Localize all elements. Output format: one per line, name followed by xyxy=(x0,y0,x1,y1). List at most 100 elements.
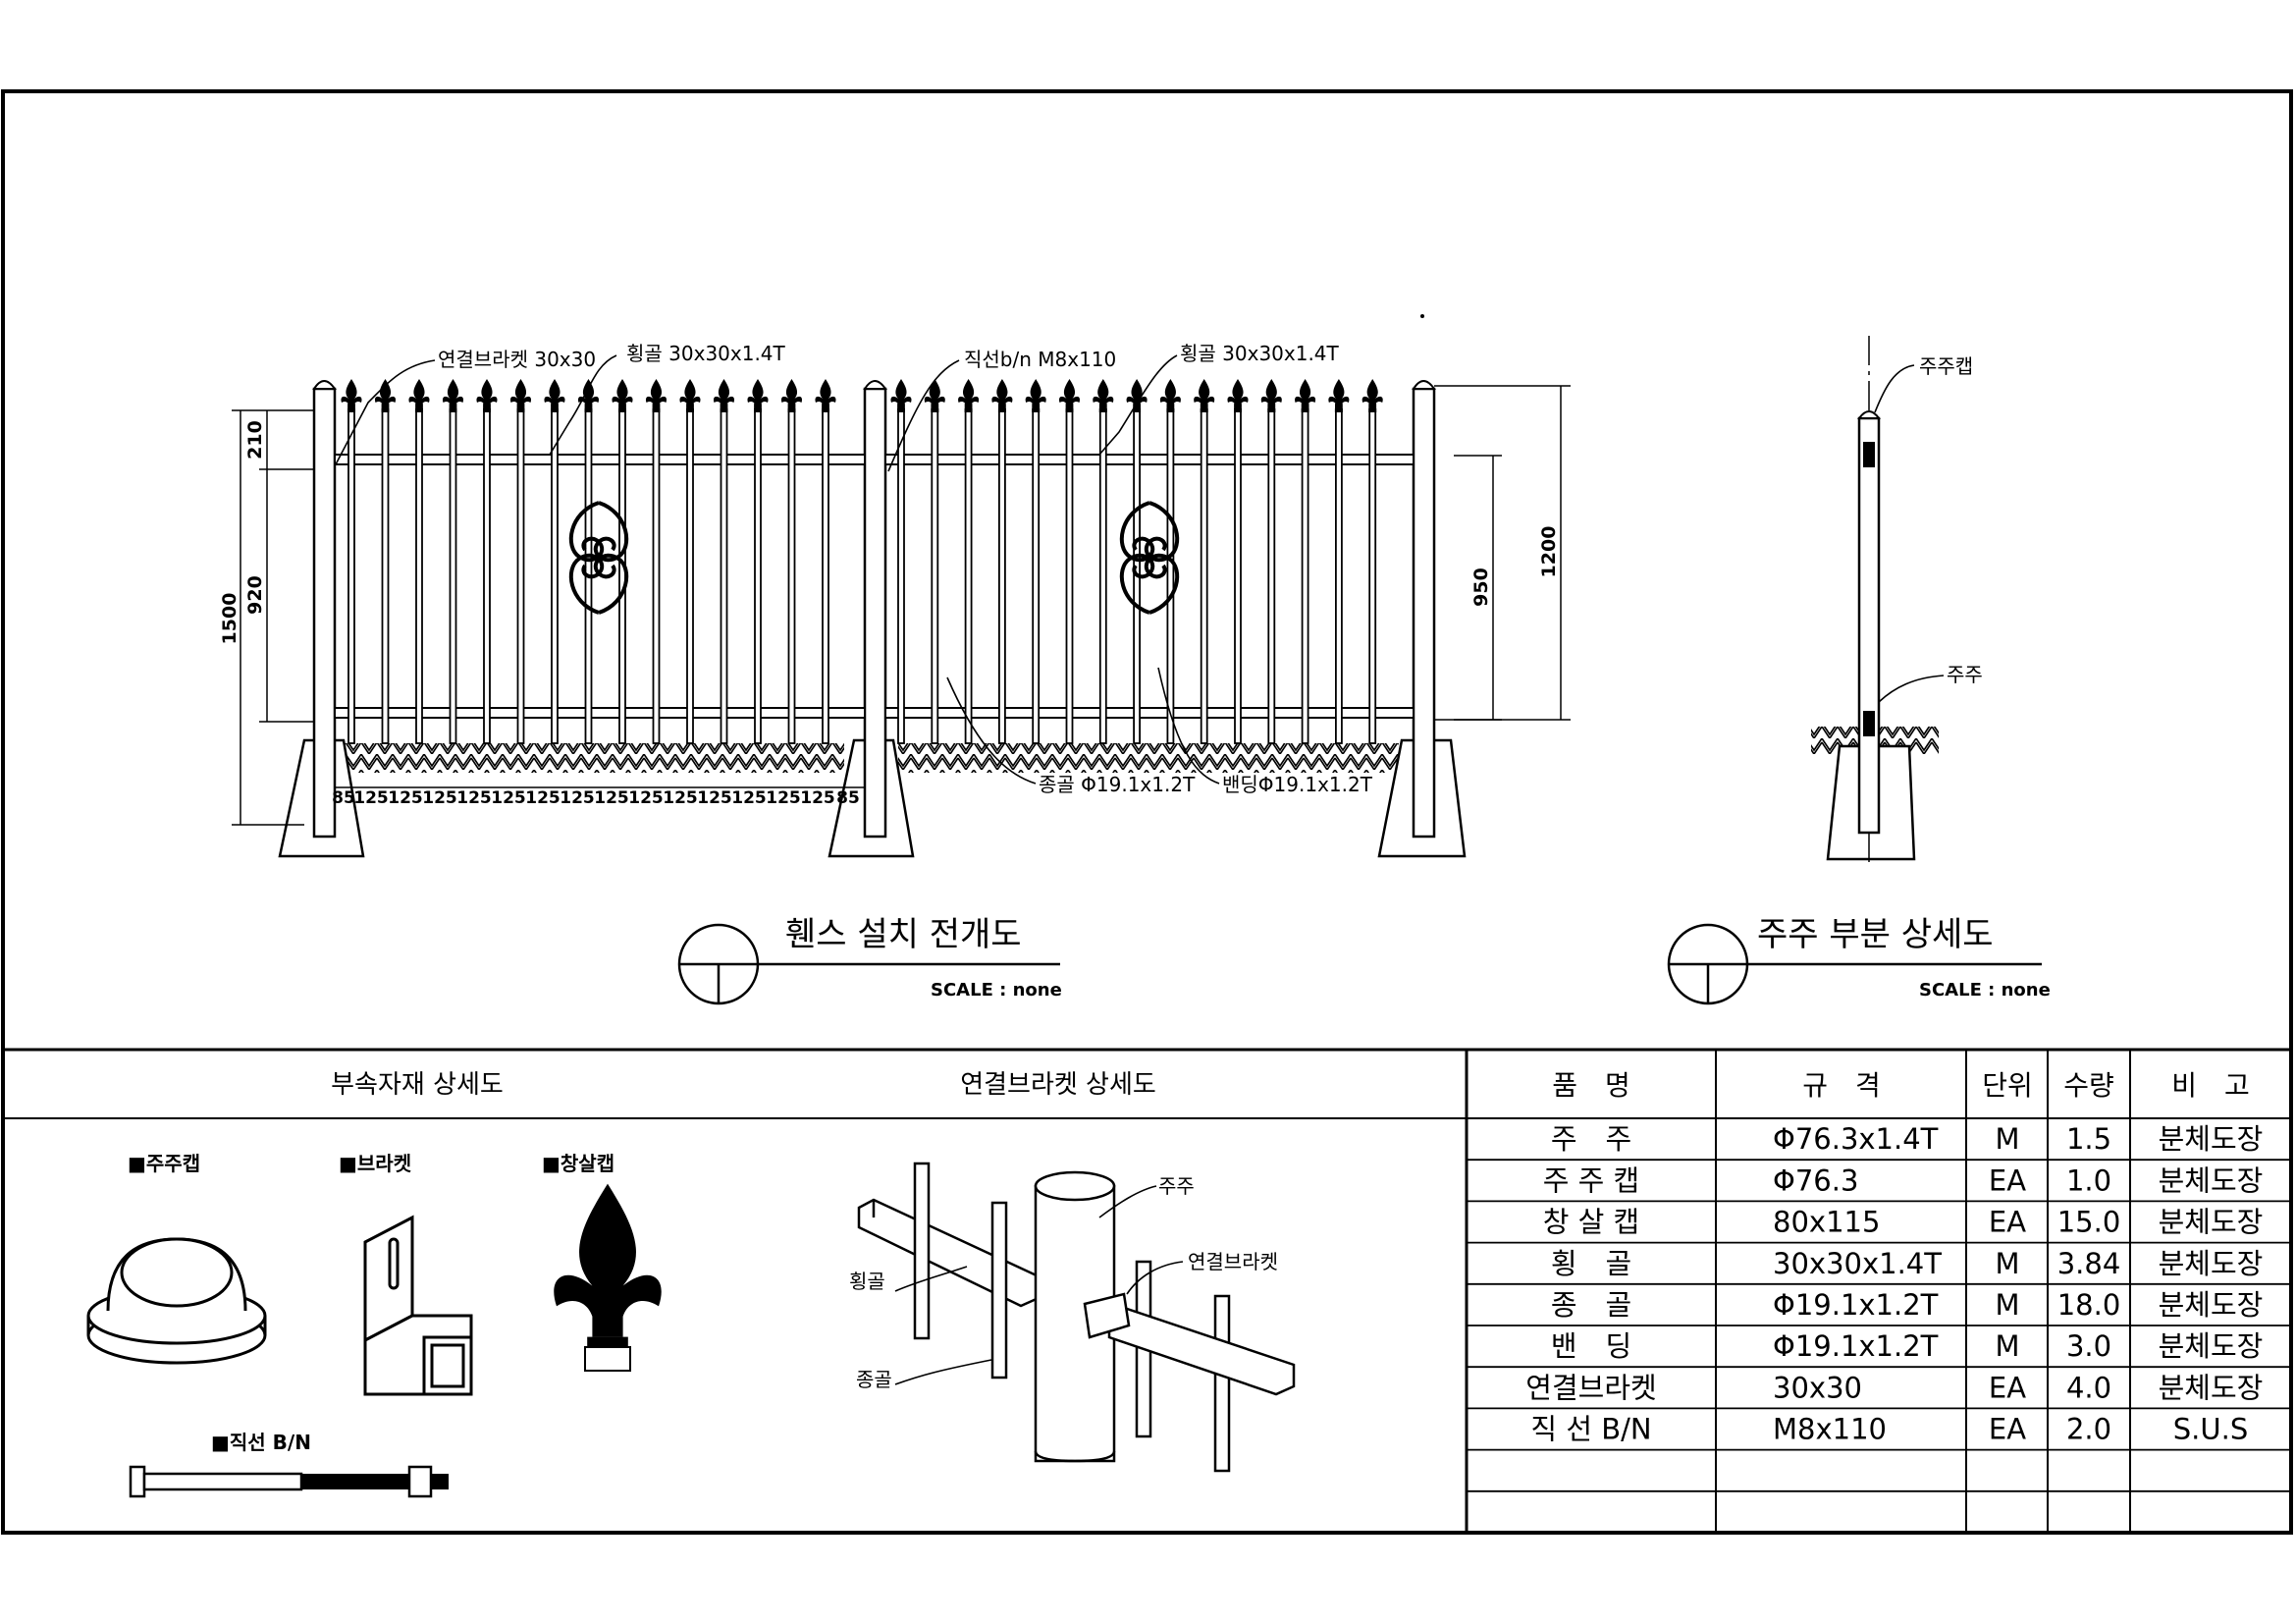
picket xyxy=(1200,404,1208,744)
spacing-label: 125 xyxy=(663,788,698,808)
picket xyxy=(754,404,762,744)
bom-cell: 분체도장 xyxy=(2159,1206,2264,1239)
finial-icon xyxy=(476,379,498,412)
bom-cell: 분체도장 xyxy=(2159,1329,2264,1363)
picket xyxy=(964,404,973,744)
picket xyxy=(1098,404,1107,744)
dim-right-inner: 950 xyxy=(1470,568,1492,607)
bom-cell: Φ19.1x1.2T xyxy=(1773,1329,1939,1363)
bom-cell: 연결브라켓 xyxy=(1525,1371,1656,1404)
spacing-label: 125 xyxy=(731,788,767,808)
bracket-drawing xyxy=(363,1215,473,1396)
stray-dot xyxy=(1420,314,1424,318)
picket xyxy=(1368,404,1377,744)
part-bolt-label: ■직선 B/N xyxy=(211,1431,311,1454)
bracket-detail-picket-label: 종골 xyxy=(856,1368,892,1391)
bom-cell: M xyxy=(1995,1247,2019,1280)
part-bracket-label: ■브라켓 xyxy=(339,1152,411,1175)
callout-picket: 종골 Φ19.1x1.2T xyxy=(1039,773,1196,796)
picket xyxy=(1032,404,1041,744)
bom-header-unit: 단위 xyxy=(1982,1069,2033,1102)
bracket-detail-bracket-label: 연결브라켓 xyxy=(1188,1250,1278,1273)
finial-icon xyxy=(341,379,362,412)
bom-cell: 분체도장 xyxy=(2159,1122,2264,1156)
callout-bracket: 연결브라켓 30x30 xyxy=(438,348,596,371)
picket xyxy=(897,404,905,744)
picket xyxy=(931,404,939,744)
post-detail-post-label: 주주 xyxy=(1947,663,1983,686)
bom-cell: 3.0 xyxy=(2066,1329,2111,1363)
picket xyxy=(415,404,423,744)
dimension-lines xyxy=(232,385,1571,826)
bom-cell: M xyxy=(1995,1329,2019,1363)
finial-icon xyxy=(374,379,397,412)
bom-header-note: 비 고 xyxy=(2171,1069,2250,1102)
bom-cell: 15.0 xyxy=(2057,1206,2121,1239)
finial-icon xyxy=(1295,379,1316,412)
spacing-label: 125 xyxy=(594,788,629,808)
bracket-detail-header: 연결브라켓 상세도 xyxy=(960,1070,1156,1100)
dim-middle: 920 xyxy=(244,575,266,615)
picket xyxy=(787,404,796,744)
rails xyxy=(334,454,1415,719)
sheet-frame xyxy=(1,89,2293,1535)
bom-cell: M xyxy=(1995,1288,2019,1322)
bom-cell: 분체도장 xyxy=(2159,1247,2264,1280)
finial-icon xyxy=(509,379,532,412)
bom-cell: Φ76.3 xyxy=(1773,1163,1858,1197)
parts-detail-header: 부속자재 상세도 xyxy=(331,1070,504,1100)
dim-total-height: 1500 xyxy=(219,593,240,645)
picket xyxy=(1301,404,1309,744)
picket xyxy=(1335,404,1343,744)
finial-icon xyxy=(1194,379,1215,412)
part-finial-label: ■창살캡 xyxy=(542,1152,614,1175)
picket xyxy=(1166,404,1175,744)
bom-cell: 1.5 xyxy=(2066,1122,2111,1156)
finial-icon xyxy=(442,379,464,412)
bom-header-row: 품 명 규 격 단위 수량 비 고 xyxy=(1552,1069,2250,1102)
elevation-title-block: 휀스 설치 전개도 SCALE : none xyxy=(677,915,1062,1005)
finial-icon xyxy=(713,379,735,412)
finial-icon xyxy=(1093,379,1114,412)
picket xyxy=(652,404,661,744)
bom-row-lines xyxy=(1467,1159,2291,1492)
picket xyxy=(1234,404,1242,744)
bom-cell: 주 주 xyxy=(1551,1122,1631,1156)
bom-cell: EA xyxy=(1989,1413,2026,1446)
callout-rail-left: 횡골 30x30x1.4T xyxy=(626,342,786,365)
bom-header-qty: 수량 xyxy=(2063,1069,2114,1102)
post-cap-drawing xyxy=(86,1237,267,1365)
picket xyxy=(551,404,559,744)
finial-icon xyxy=(924,379,945,412)
bom-cell: 밴 딩 xyxy=(1551,1329,1631,1363)
spacing-label: 125 xyxy=(491,788,526,808)
finial-icon xyxy=(612,379,633,412)
bom-cell: M8x110 xyxy=(1773,1413,1887,1446)
bom-cell: EA xyxy=(1989,1163,2026,1197)
picket xyxy=(483,404,491,744)
bom-cell: 종 골 xyxy=(1551,1288,1631,1322)
bom-cell: 창 살 캡 xyxy=(1543,1206,1639,1239)
finial-icon xyxy=(991,379,1013,412)
bom-cell: Φ76.3x1.4T xyxy=(1773,1122,1939,1156)
finial-drawing xyxy=(554,1183,662,1372)
picket xyxy=(381,404,390,744)
finial-icon xyxy=(1126,379,1148,412)
picket xyxy=(720,404,728,744)
finial-icon xyxy=(1328,379,1350,412)
bracket-detail-rail-label: 횡골 xyxy=(849,1270,885,1293)
picket xyxy=(449,404,457,744)
finial-icon xyxy=(645,379,667,412)
dim-right-outer: 1200 xyxy=(1538,526,1560,578)
spacing-label: 125 xyxy=(766,788,801,808)
bom-grid xyxy=(1715,1050,2131,1533)
bom-cell: 1.0 xyxy=(2066,1163,2111,1197)
spacing-label: 125 xyxy=(560,788,595,808)
finial-icon xyxy=(679,379,701,412)
bom-cell: 80x115 xyxy=(1773,1206,1880,1239)
bom-cell: Φ19.1x1.2T xyxy=(1773,1288,1939,1322)
